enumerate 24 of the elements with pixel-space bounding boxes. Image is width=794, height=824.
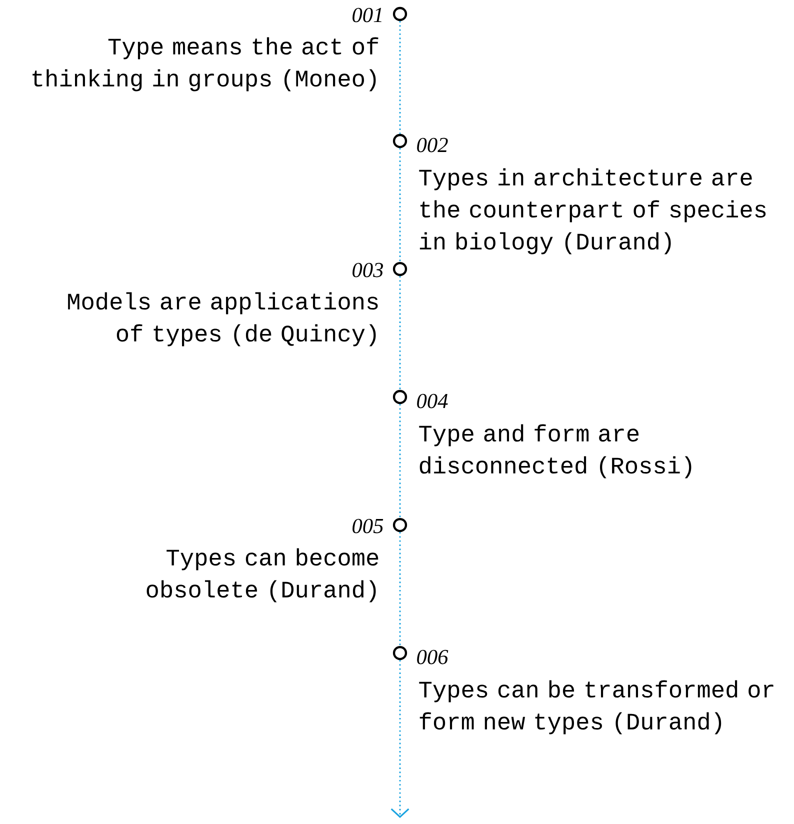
entry-text: Models are applications of types (de Quincy): [68, 292, 378, 346]
timeline-marker: [392, 6, 408, 22]
entry-number: 005: [352, 518, 384, 534]
timeline-marker: [392, 390, 408, 404]
entry-number: 003: [352, 262, 383, 278]
entry-number: 004: [417, 394, 448, 408]
timeline-marker: [392, 134, 408, 148]
entry-number: 002: [417, 138, 448, 152]
entry-text: Types can become obsolete (Durand): [146, 548, 378, 602]
timeline-marker: [392, 262, 408, 276]
entry-number: 006: [417, 650, 448, 664]
timeline-line: [399, 532, 401, 646]
entry-text: Type and form are disconnected (Rossi): [419, 424, 692, 478]
entry-text: Types can be transformed or form new types (Durand): [419, 680, 774, 734]
entry-text: Types in architecture are the counterpart of species in biology (Durand): [419, 168, 766, 254]
timeline-line: [390, 660, 410, 818]
entry-text: Type means the act of thinking in groups (Moneo): [32, 37, 378, 92]
timeline-line: [399, 276, 401, 390]
timeline-marker: [392, 518, 408, 532]
timeline-line: [399, 404, 401, 518]
timeline-line: [399, 21, 401, 134]
timeline-marker: [392, 646, 408, 660]
timeline-line: [399, 148, 401, 262]
entry-number: 001: [352, 8, 382, 22]
